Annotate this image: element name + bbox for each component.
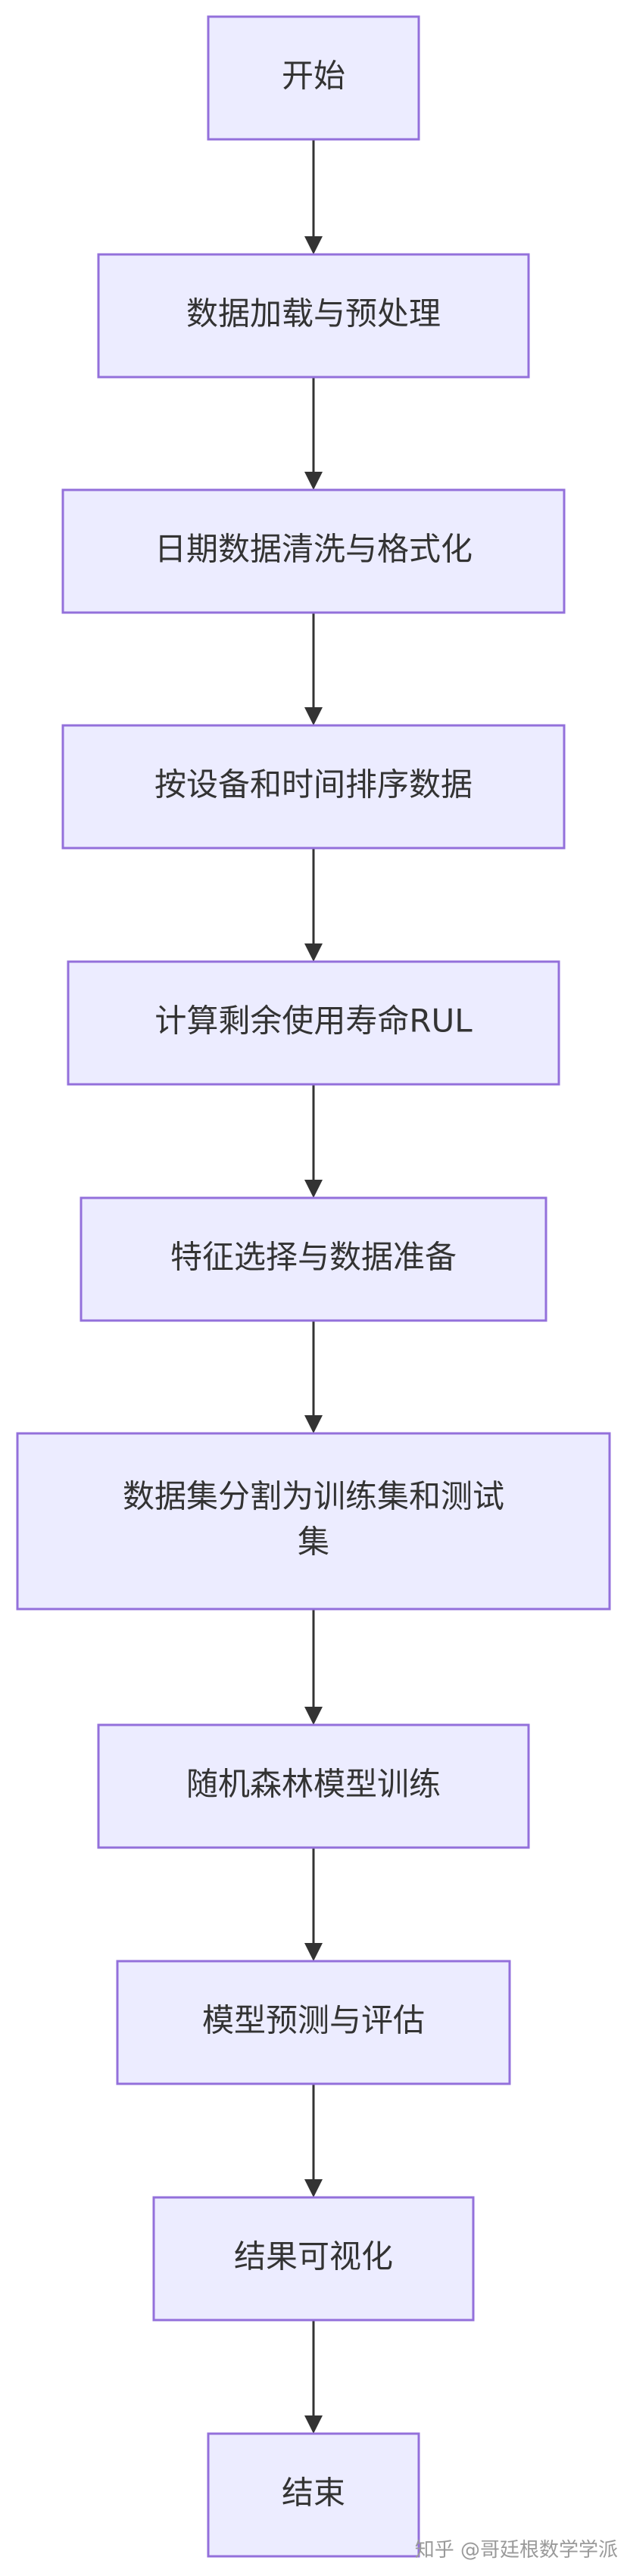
node-box	[152, 2196, 475, 2322]
edge-eval-to-viz	[304, 2084, 323, 2197]
node-label: 集	[298, 1523, 329, 1561]
arrow-head-icon	[304, 1180, 323, 1198]
node-box	[80, 1196, 547, 1322]
edge-rul-to-feature	[304, 1084, 323, 1198]
edge-feature-to-split	[304, 1321, 323, 1433]
node-label: 开始	[282, 58, 345, 95]
node-eval: 模型预测与评估	[116, 1960, 511, 2085]
node-label: 随机森林模型训练	[186, 1766, 441, 1803]
node-feature: 特征选择与数据准备	[80, 1196, 547, 1322]
arrow-head-icon	[304, 2179, 323, 2197]
node-viz: 结果可视化	[152, 2196, 475, 2322]
node-label: 数据加载与预处理	[186, 295, 441, 332]
arrow-head-icon	[304, 707, 323, 725]
edge-clean-to-sort	[304, 613, 323, 725]
node-train: 随机森林模型训练	[97, 1723, 530, 1849]
node-label: 特征选择与数据准备	[170, 1239, 457, 1276]
node-box	[61, 724, 566, 850]
node-label: 结束	[282, 2475, 345, 2512]
node-box	[67, 960, 560, 1086]
arrow-head-icon	[304, 943, 323, 962]
edge-start-to-load	[304, 139, 323, 254]
node-label: 按设备和时间排序数据	[154, 766, 473, 803]
node-box	[61, 488, 566, 614]
node-box	[97, 1723, 530, 1849]
node-label: 计算剩余使用寿命RUL	[154, 1003, 473, 1040]
arrow-head-icon	[304, 1943, 323, 1961]
node-sort: 按设备和时间排序数据	[61, 724, 566, 850]
edge-split-to-train	[304, 1609, 323, 1725]
arrow-head-icon	[304, 472, 323, 490]
arrow-head-icon	[304, 236, 323, 254]
node-rul: 计算剩余使用寿命RUL	[67, 960, 560, 1086]
edge-viz-to-end	[304, 2320, 323, 2434]
node-label: 日期数据清洗与格式化	[154, 531, 473, 568]
node-label: 模型预测与评估	[202, 2002, 425, 2039]
arrow-head-icon	[304, 2415, 323, 2434]
node-label: 数据集分割为训练集和测试	[123, 1478, 504, 1515]
node-box	[16, 1432, 611, 1611]
arrow-head-icon	[304, 1707, 323, 1725]
node-label: 结果可视化	[234, 2238, 393, 2275]
edge-load-to-clean	[304, 377, 323, 490]
edge-sort-to-rul	[304, 848, 323, 962]
node-load: 数据加载与预处理	[97, 253, 530, 379]
node-box	[207, 15, 420, 141]
edge-train-to-eval	[304, 1848, 323, 1961]
watermark-text: 知乎 @哥廷根数学学派	[414, 2539, 618, 2562]
node-start: 开始	[207, 15, 420, 141]
arrow-head-icon	[304, 1415, 323, 1433]
node-box	[97, 253, 530, 379]
node-clean: 日期数据清洗与格式化	[61, 488, 566, 614]
node-end: 结束	[207, 2432, 420, 2558]
node-box	[207, 2432, 420, 2558]
node-box	[116, 1960, 511, 2085]
